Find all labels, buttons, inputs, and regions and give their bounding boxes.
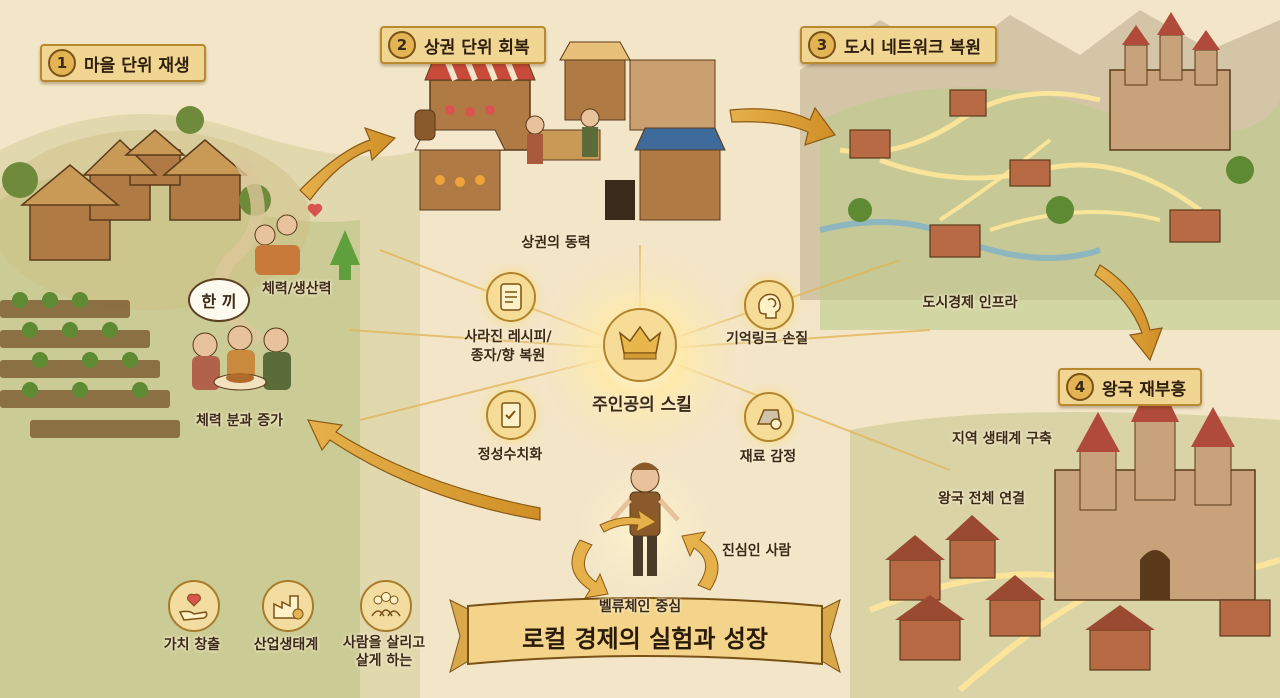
stage-title: 마을 단위 재생 — [84, 55, 190, 76]
label-stamina-productivity: 체력/생산력 — [262, 281, 332, 297]
label-skill-recipe-line1: 사라진 레시피/ — [464, 329, 552, 345]
stage-ribbon-2: 2 상권 단위 회복 — [380, 26, 546, 64]
industry-ecosystem-badge — [262, 580, 314, 632]
stage-title: 상권 단위 회복 — [424, 37, 530, 58]
label-industry-ecosystem: 산업생태계 — [253, 637, 319, 653]
skill-material-bubble — [744, 392, 794, 442]
arrow-market-to-city — [729, 106, 836, 146]
label-city-infra: 도시경제 인프라 — [922, 295, 1018, 311]
people-badge — [360, 580, 412, 632]
kingdom-scene — [868, 372, 1280, 693]
people-icon — [371, 592, 401, 617]
stage-number: 3 — [808, 31, 836, 59]
flow-arrows — [299, 106, 1163, 521]
banner-title: 로컬 경제의 실험과 성장 — [522, 624, 768, 653]
label-share-increase: 체력 분과 증가 — [196, 413, 284, 429]
label-skill-quantify: 정성수치화 — [477, 447, 543, 463]
stage-ribbon-3: 3 도시 네트워크 복원 — [800, 26, 997, 64]
label-skill-material: 재료 감정 — [739, 449, 797, 465]
label-kingdom-connection: 왕국 전체 연결 — [938, 491, 1026, 507]
stage-number: 1 — [48, 49, 76, 77]
arrow-back-to-village — [306, 419, 541, 521]
skill-recipe-bubble — [486, 272, 536, 322]
stage-ribbon-4: 4 왕국 재부흥 — [1058, 368, 1203, 406]
arrow-city-to-kingdom — [1094, 264, 1163, 362]
label-value-creation: 가치 창출 — [163, 637, 221, 653]
label-market-power: 상권의 동력 — [521, 235, 591, 251]
skill-quantify-bubble — [486, 390, 536, 440]
heart-hand-icon — [178, 593, 208, 621]
skill-memory-bubble — [744, 280, 794, 330]
label-skill-recipe: 사라진 레시피/ 종자/향 복원 — [464, 328, 551, 366]
arrow-village-to-market — [299, 127, 397, 201]
label-people: 사람을 살리고 살게 하는 — [343, 634, 425, 670]
checklist-icon — [501, 402, 521, 428]
bottom-banner-scroll — [449, 597, 841, 674]
label-sincere-person: 진심인 사람 — [722, 543, 792, 559]
stage-ribbon-1: 1 마을 단위 재생 — [40, 44, 206, 82]
villagers-sharing-meal — [192, 203, 360, 391]
label-skill-recipe-line2: 종자/향 복원 — [470, 348, 546, 364]
factory-gear-icon — [273, 595, 304, 620]
stone-appraisal-icon — [756, 409, 782, 430]
brain-head-icon — [758, 293, 781, 319]
hero-cycle-arrows — [571, 508, 719, 599]
label-people-line1: 사람을 살리고 — [342, 635, 426, 651]
value-creation-badge — [168, 580, 220, 632]
village-scene — [0, 106, 310, 438]
stage-number: 2 — [388, 31, 416, 59]
stage-title: 왕국 재부흥 — [1102, 379, 1187, 400]
label-skill-memory: 기억링크 손질 — [726, 331, 809, 347]
speech-bubble: 한 끼 — [188, 278, 250, 322]
label-center-skill: 주인공의 스킬 — [592, 395, 692, 415]
stage-title: 도시 네트워크 복원 — [844, 37, 981, 58]
label-regional-ecosystem: 지역 생태계 구축 — [952, 431, 1052, 447]
label-value-chain: 벨류체인 중심 — [598, 599, 682, 615]
scroll-icon — [500, 283, 522, 311]
market-scene — [414, 41, 726, 221]
stage-number: 4 — [1066, 373, 1094, 401]
label-people-line2: 살게 하는 — [355, 653, 413, 669]
crown-icon — [618, 325, 662, 360]
city-network-scene — [819, 12, 1254, 261]
